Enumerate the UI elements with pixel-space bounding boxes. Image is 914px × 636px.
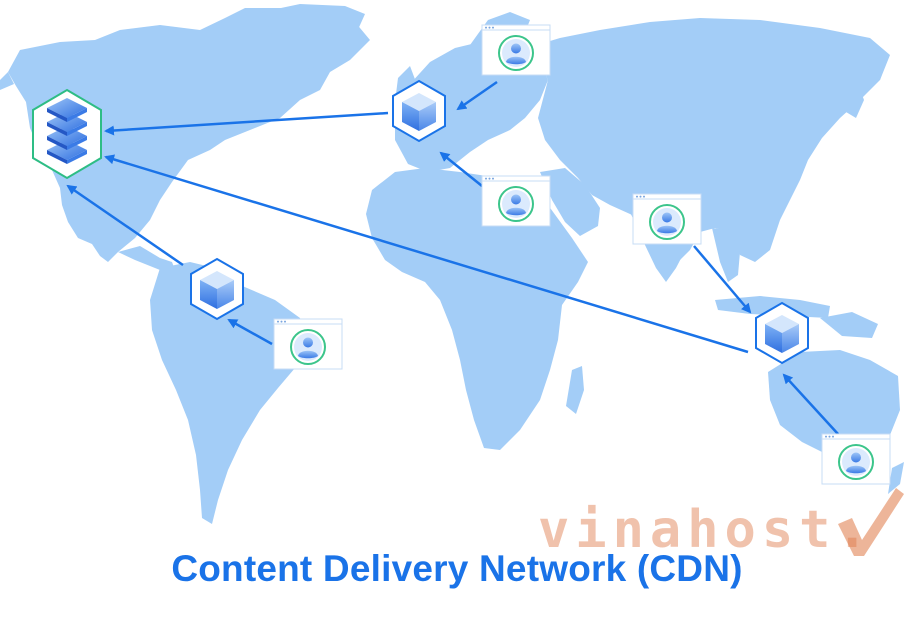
arrow-southamerica-to-origin (66, 184, 184, 267)
user-australia-icon (821, 433, 891, 485)
user-south-europe-icon (481, 175, 551, 227)
user-north-europe-icon (481, 24, 551, 76)
north-america-landmass (8, 8, 370, 262)
watermark-check-icon (838, 488, 904, 556)
new-guinea-landmass (820, 312, 878, 338)
arrow-europe-to-origin (104, 111, 389, 136)
connection-arrows (66, 80, 839, 435)
arrow-user-india-to-edge (693, 245, 752, 314)
se-asia-landmass (712, 228, 740, 282)
asia-landmass (520, 18, 890, 268)
origin-server-icon (32, 88, 102, 180)
central-america-landmass (118, 246, 175, 272)
kamchatka-landmass (868, 56, 888, 80)
new-zealand-landmass (888, 462, 904, 494)
user-india-icon (632, 193, 702, 245)
australia-landmass (768, 350, 900, 458)
greenland-landmass (262, 4, 365, 72)
africa-landmass (366, 168, 588, 450)
arabia-landmass (540, 168, 600, 236)
south-america-landmass (150, 262, 305, 524)
watermark-logo: vinahost. (538, 500, 874, 560)
arrow-user-australia-to-edge (782, 373, 839, 435)
madagascar-landmass (566, 366, 584, 414)
diagram-title: Content Delivery Network (CDN) (171, 548, 743, 589)
user-southamerica-icon (273, 318, 343, 370)
world-map (0, 4, 904, 524)
arrow-asia-to-origin (104, 154, 749, 354)
arrow-user-southamerica-to-edge (227, 318, 273, 346)
arrow-user-north-europe-to-edge (456, 80, 498, 111)
japan-landmass (846, 84, 864, 118)
arrow-user-south-europe-to-edge (439, 151, 483, 187)
alaska-landmass (0, 72, 14, 90)
